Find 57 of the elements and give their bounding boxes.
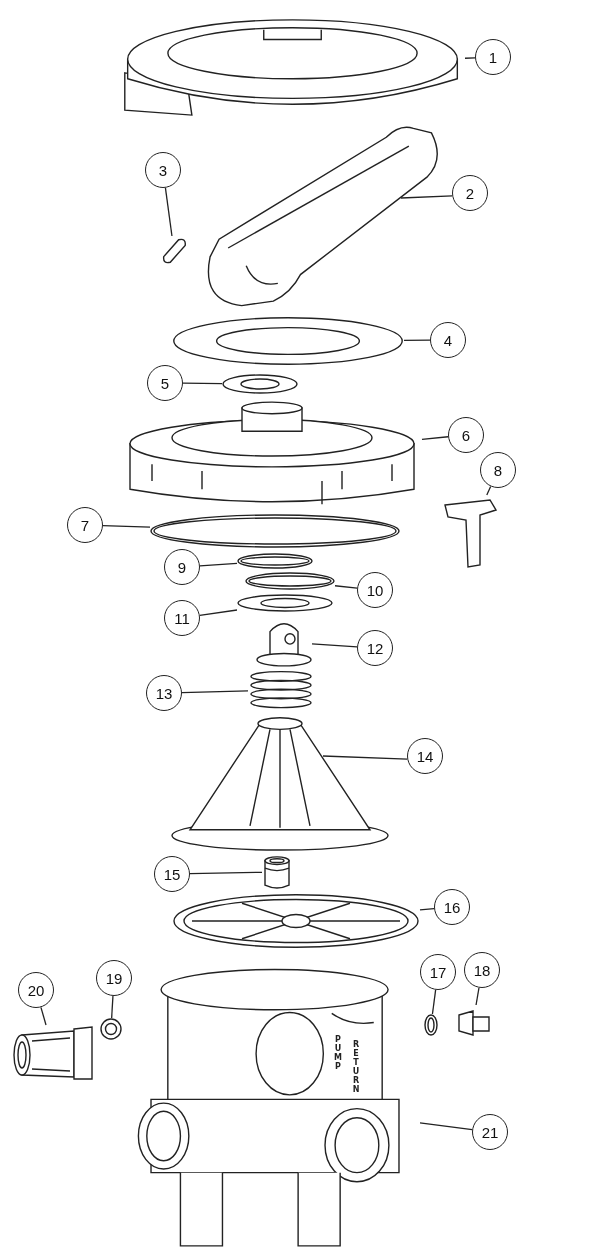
callout-number: 19 (96, 960, 132, 996)
callout-number: 1 (475, 39, 511, 75)
leader-line (464, 57, 476, 59)
leader-line (334, 585, 358, 589)
o-ring-drawing (237, 553, 313, 569)
o-ring-drawing (245, 572, 335, 590)
callout-number: 11 (164, 600, 200, 636)
leader-line (419, 1122, 473, 1131)
port-label: RETURN (352, 1040, 360, 1094)
leader-line (475, 987, 480, 1006)
callout-number: 15 (154, 856, 190, 892)
o-ring-drawing (424, 1014, 438, 1036)
callout-number: 2 (452, 175, 488, 211)
leader-line (431, 989, 437, 1015)
leader-line (419, 907, 435, 911)
leader-line (189, 871, 263, 875)
callout-number: 17 (420, 954, 456, 990)
callout-number: 21 (472, 1114, 508, 1150)
callout-number: 18 (464, 952, 500, 988)
callout-number: 4 (430, 322, 466, 358)
washer-drawing (222, 374, 298, 394)
spring-drawing (248, 670, 314, 710)
callout-number: 10 (357, 572, 393, 608)
washer-drawing (237, 594, 333, 612)
spider-gasket-drawing (172, 892, 420, 950)
leader-line (164, 187, 173, 237)
leader-line (182, 382, 223, 385)
leader-line (102, 524, 151, 528)
leader-line (40, 1006, 47, 1026)
callout-number: 14 (407, 738, 443, 774)
o-ring-drawing (150, 514, 400, 548)
leader-line (199, 562, 238, 567)
leader-line (311, 643, 358, 648)
callout-number: 3 (145, 152, 181, 188)
leader-line (403, 339, 431, 341)
washer-drawing (100, 1018, 122, 1040)
leader-line (421, 436, 449, 440)
gasket-drawing (172, 316, 404, 366)
callout-number: 9 (164, 549, 200, 585)
leader-line (322, 755, 408, 760)
leader-line (486, 485, 492, 496)
leader-line (400, 195, 453, 199)
callout-number: 6 (448, 417, 484, 453)
leader-line (199, 609, 238, 617)
pin-drawing (160, 236, 188, 266)
bushing-drawing (262, 855, 292, 889)
union-pipe-drawing (12, 1025, 96, 1081)
callout-number: 20 (18, 972, 54, 1008)
callout-number: 12 (357, 630, 393, 666)
callout-number: 7 (67, 507, 103, 543)
leader-line (111, 995, 114, 1019)
callout-number: 5 (147, 365, 183, 401)
port-label: PUMP (334, 1035, 342, 1071)
callout-number: 16 (434, 889, 470, 925)
callout-number: 13 (146, 675, 182, 711)
callout-number: 8 (480, 452, 516, 488)
leader-line (181, 690, 249, 694)
